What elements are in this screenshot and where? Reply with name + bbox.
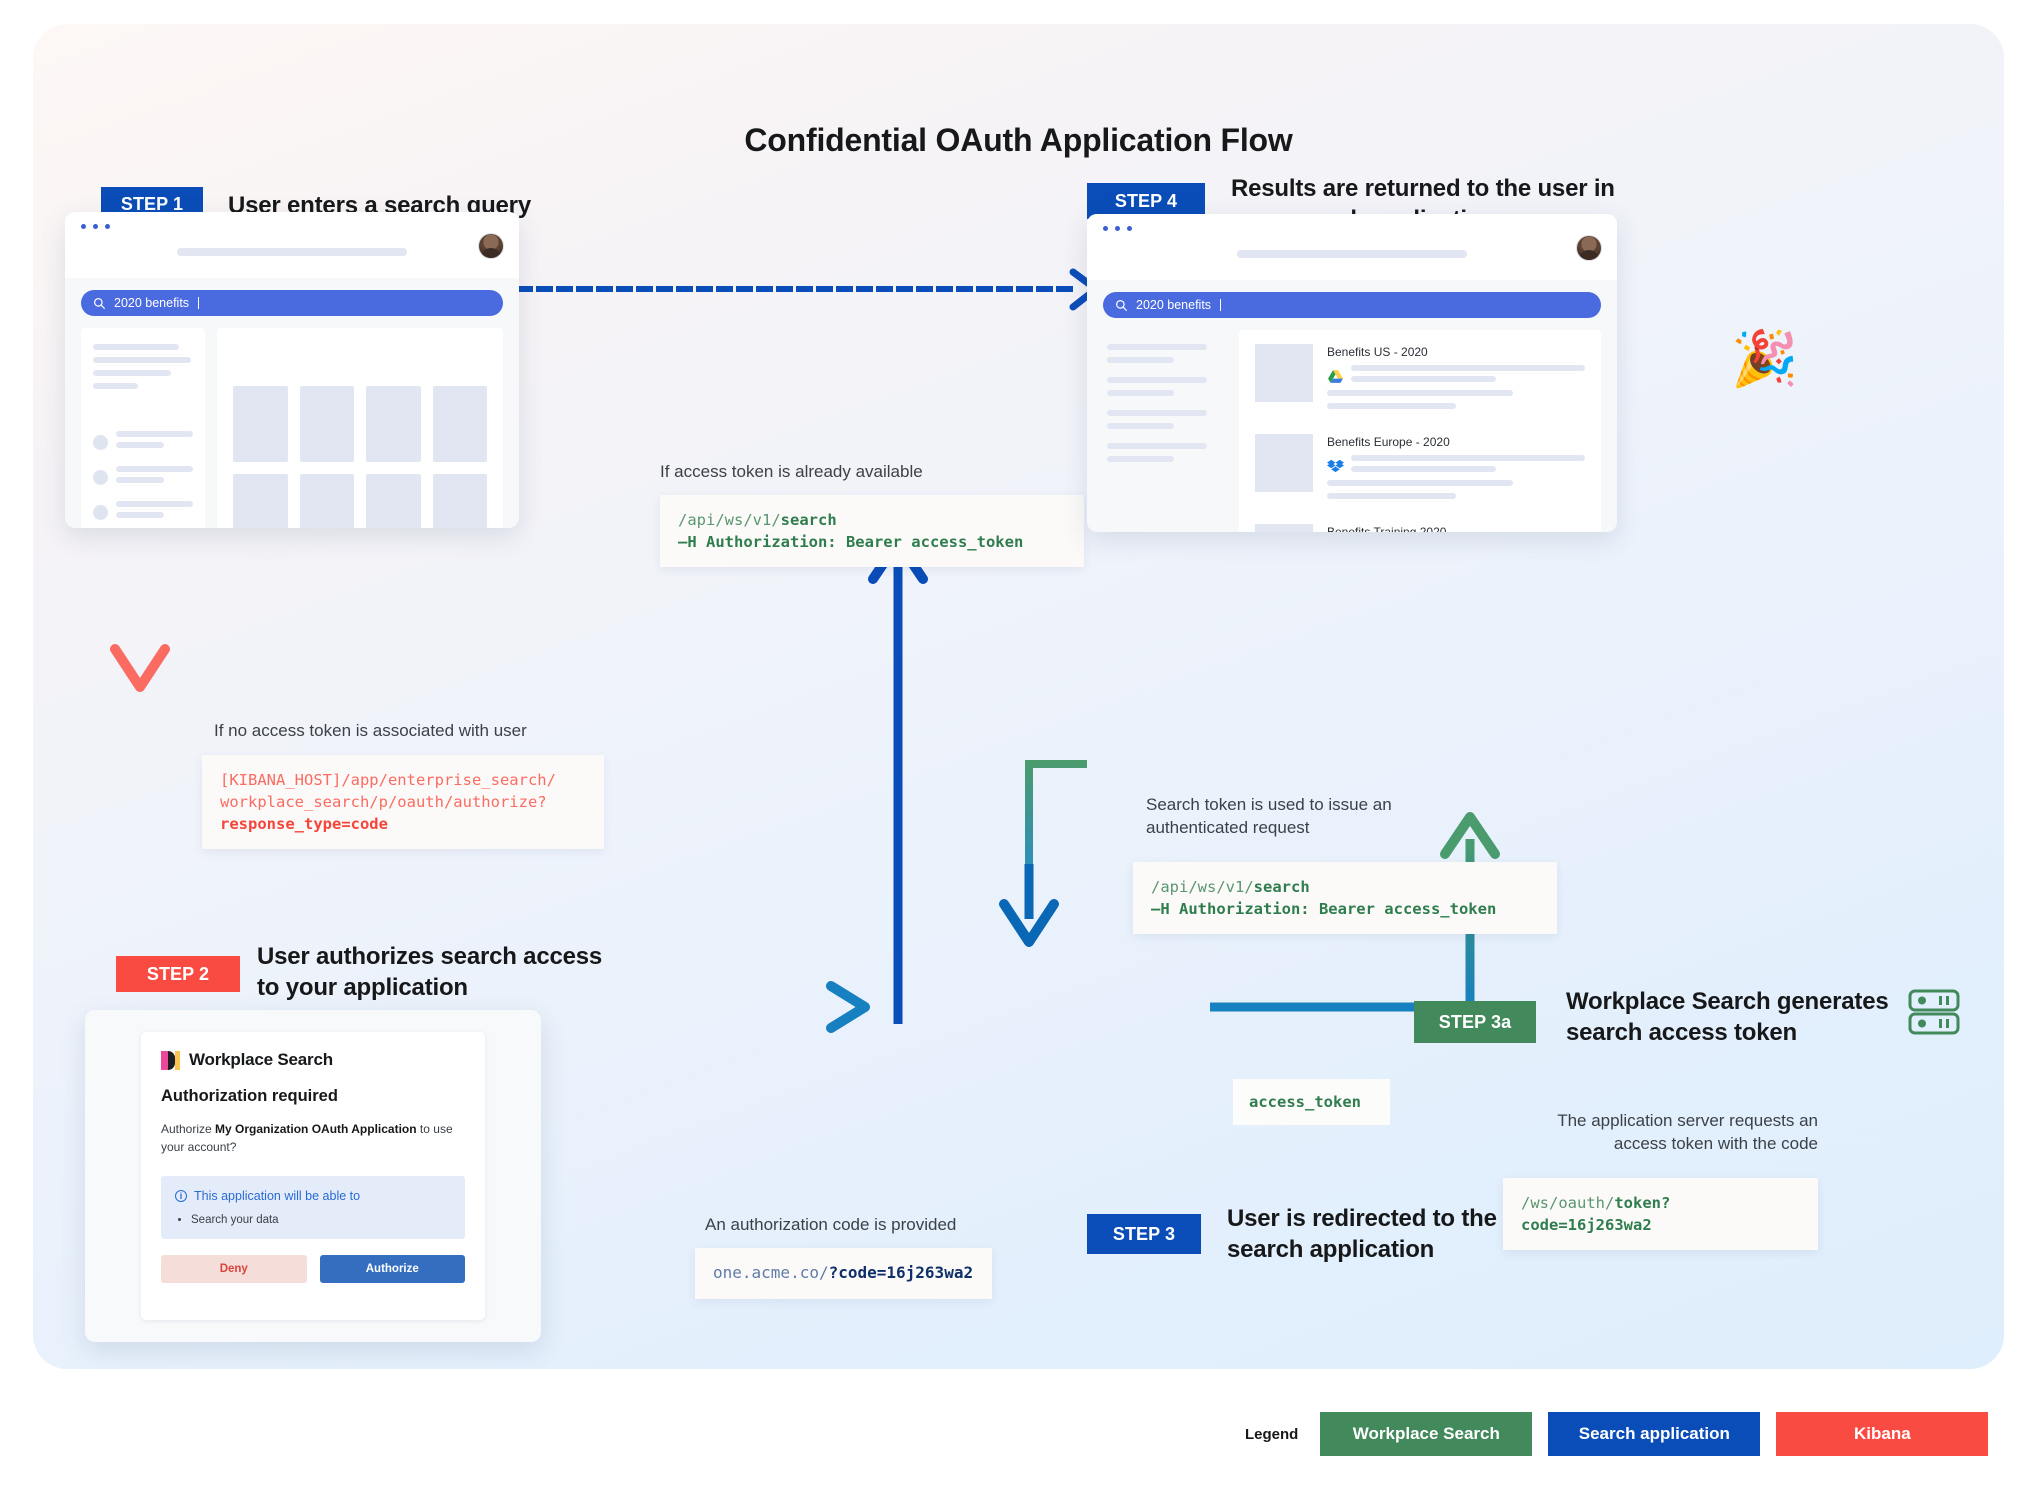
- step-3a-title: Workplace Search generates search access…: [1566, 988, 1889, 1046]
- legend-chip-workplace-search: Workplace Search: [1320, 1412, 1533, 1456]
- search-icon: [94, 297, 105, 309]
- user-avatar: [1577, 236, 1601, 260]
- step-4-badge: STEP 4: [1087, 183, 1205, 219]
- browser-chrome: [65, 212, 519, 278]
- permissions-callout: i This application will be able to Searc…: [161, 1176, 465, 1239]
- legend-chip-search-application: Search application: [1548, 1412, 1761, 1456]
- arrow-step1-to-step2: [110, 528, 170, 692]
- legend-label: Legend: [1245, 1425, 1299, 1443]
- server-icon: [1908, 989, 1960, 1035]
- code-line-2: –H Authorization: Bearer access_token: [1151, 900, 1497, 918]
- auth-body-post: to use your account?: [161, 1122, 453, 1154]
- deny-button[interactable]: Deny: [161, 1255, 307, 1283]
- code-emph-search: search: [780, 511, 837, 529]
- step-2-title: User authorizes search access to your ap…: [257, 943, 603, 1001]
- result-title: Benefits Europe - 2020: [1327, 435, 1450, 449]
- search-input[interactable]: 2020 benefits: [81, 290, 503, 316]
- legend: Legend Workplace Search Search applicati…: [1245, 1412, 1989, 1456]
- result-thumbnail: [1255, 524, 1313, 532]
- code-emph-search: search: [1253, 878, 1310, 896]
- code-search-request-mid: /api/ws/v1/search–H Authorization: Beare…: [1133, 862, 1557, 934]
- note-no-token: If no access token is associated with us…: [214, 721, 527, 740]
- browser-url-bar: [177, 248, 407, 256]
- arrow-step3a-to-step3: [999, 760, 1087, 947]
- result-title: Benefits US - 2020: [1327, 345, 1428, 359]
- results-browser-mock: 2020 benefits Benefits US - 2020: [1087, 214, 1617, 532]
- code-line-2: –H Authorization: Bearer access_token: [678, 533, 1024, 551]
- dropbox-icon: [1327, 459, 1344, 472]
- authorization-screen-mock: Workplace Search Authorization required …: [85, 1010, 541, 1342]
- facet-panel: [1103, 330, 1227, 532]
- page-title: Confidential OAuth Application Flow: [744, 122, 1293, 158]
- search-input-value: 2020 benefits: [1136, 298, 1212, 312]
- window-dots-icon: [1103, 226, 1132, 231]
- code-emph-code: ?code=16j263wa2: [828, 1263, 974, 1282]
- step-3-badge: STEP 3: [1087, 1214, 1201, 1254]
- result-thumbnail: [1255, 344, 1313, 402]
- workplace-search-logo-icon: [161, 1050, 180, 1070]
- auth-body-pre: Authorize: [161, 1122, 216, 1136]
- google-drive-icon: [1328, 369, 1343, 383]
- search-icon: [1116, 299, 1127, 311]
- code-search-request-top: /api/ws/v1/search –H Authorization: Beare…: [660, 495, 1084, 567]
- results-list: Benefits US - 2020: [1239, 330, 1601, 532]
- result-item[interactable]: Benefits Europe - 2020: [1255, 434, 1585, 506]
- legend-chip-kibana: Kibana: [1776, 1412, 1989, 1456]
- code-emph-token: token?code=16j263wa2: [1521, 1194, 1671, 1234]
- scope-item: Search your data: [191, 1214, 451, 1226]
- user-avatar: [479, 234, 503, 258]
- info-icon: i: [175, 1190, 187, 1202]
- code-access-token-label: access_token: [1233, 1079, 1390, 1125]
- code-line-1: /api/ws/v1/search: [678, 511, 837, 529]
- search-input-value: 2020 benefits: [114, 296, 190, 310]
- arrow-step3-to-step4: [868, 537, 928, 1024]
- code-token-request: /ws/oauth/token?code=16j263wa2: [1503, 1178, 1818, 1250]
- confetti-emoji: 🎉: [1731, 329, 1799, 389]
- facet-panel: [81, 328, 205, 528]
- auth-body: Authorize My Organization OAuth Applicat…: [161, 1120, 465, 1156]
- step-3a-badge: STEP 3a: [1414, 1001, 1536, 1043]
- arrow-step1-to-step4: [516, 268, 1100, 311]
- authorization-card: Workplace Search Authorization required …: [141, 1032, 485, 1320]
- callout-title: This application will be able to: [194, 1189, 361, 1203]
- browser-chrome: [1087, 214, 1617, 280]
- result-title: Benefits Training 2020: [1327, 525, 1447, 532]
- code-redirect-with-code: one.acme.co/?code=16j263wa2: [695, 1248, 992, 1299]
- note-server-requests-token: The application server requests an acces…: [1557, 1111, 1818, 1153]
- code-emph-response-type: response_type=code: [220, 815, 388, 833]
- search-input[interactable]: 2020 benefits: [1103, 292, 1601, 318]
- note-token-available: If access token is already available: [660, 462, 923, 481]
- code-kibana-authorize: [KIBANA_HOST]/app/enterprise_search/work…: [202, 755, 604, 849]
- authorize-button[interactable]: Authorize: [319, 1255, 465, 1283]
- auth-heading: Authorization required: [161, 1087, 338, 1105]
- diagram-canvas: Confidential OAuth Application Flow: [33, 24, 2004, 1369]
- result-thumbnail: [1255, 434, 1313, 492]
- brand-name: Workplace Search: [189, 1050, 333, 1069]
- search-browser-mock: 2020 benefits: [65, 212, 519, 528]
- note-search-token-used: Search token is used to issue an authent…: [1146, 795, 1392, 837]
- window-dots-icon: [81, 224, 110, 229]
- step-3-title: User is redirected to the search applica…: [1227, 1205, 1497, 1263]
- brand-row: Workplace Search: [161, 1050, 465, 1070]
- result-item[interactable]: Benefits US - 2020: [1255, 344, 1585, 416]
- browser-url-bar: [1237, 250, 1467, 258]
- results-grid: [217, 328, 503, 528]
- step-2-badge: STEP 2: [116, 956, 240, 992]
- auth-body-app: My Organization OAuth Application: [215, 1122, 417, 1136]
- note-auth-code-provided: An authorization code is provided: [705, 1215, 957, 1234]
- result-item[interactable]: Benefits Training 2020: [1255, 524, 1585, 532]
